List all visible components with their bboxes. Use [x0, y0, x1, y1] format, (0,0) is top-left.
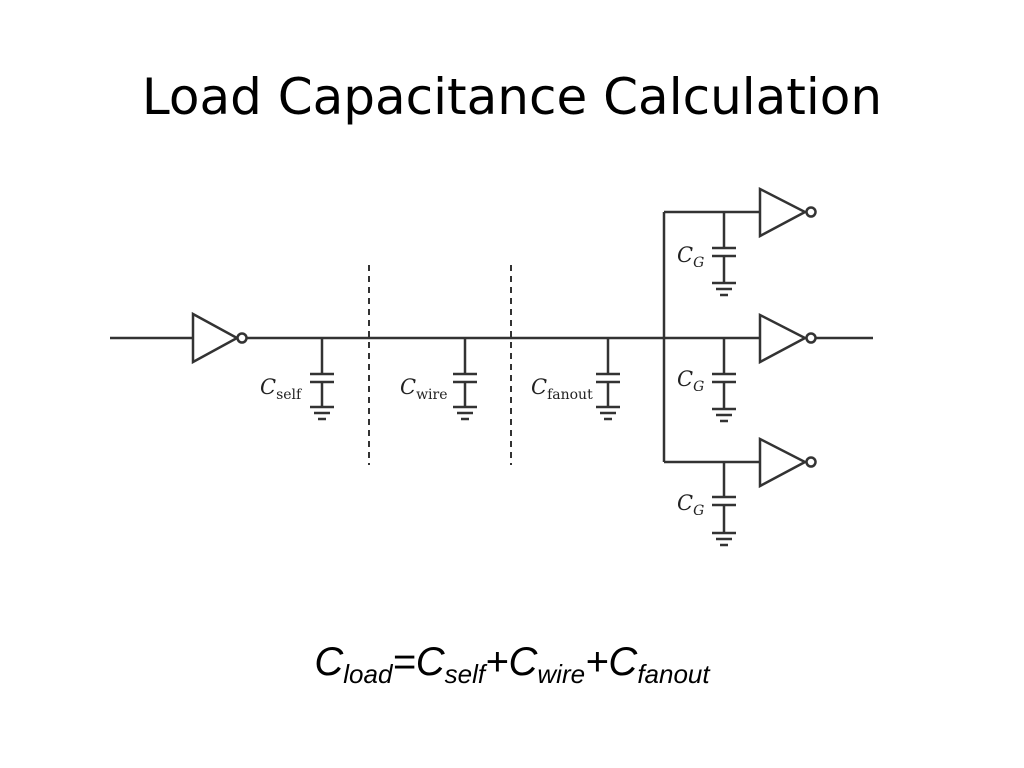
c-g-label-middle: CG	[677, 367, 704, 395]
driver-inverter	[191, 311, 248, 365]
c-g-capacitor-top	[712, 212, 736, 297]
c-g-capacitor-middle	[712, 338, 736, 423]
c-self-label: Cself	[260, 375, 303, 403]
c-fanout-capacitor	[596, 338, 620, 421]
c-self-capacitor	[310, 338, 334, 421]
load-capacitance-formula: Cload=Cself+Cwire+Cfanout	[314, 640, 710, 689]
c-fanout-label: Cfanout	[531, 375, 593, 403]
fanout-inverter-bottom	[758, 436, 817, 489]
c-g-capacitor-bottom	[712, 462, 736, 547]
fanout-inverter-top	[758, 186, 817, 239]
c-wire-label: Cwire	[400, 375, 448, 403]
fanout-inverter-middle	[758, 312, 817, 365]
c-g-label-top: CG	[677, 243, 704, 271]
c-wire-capacitor	[453, 338, 477, 421]
c-g-label-bottom: CG	[677, 491, 704, 519]
slide-title: Load Capacitance Calculation	[141, 68, 883, 126]
